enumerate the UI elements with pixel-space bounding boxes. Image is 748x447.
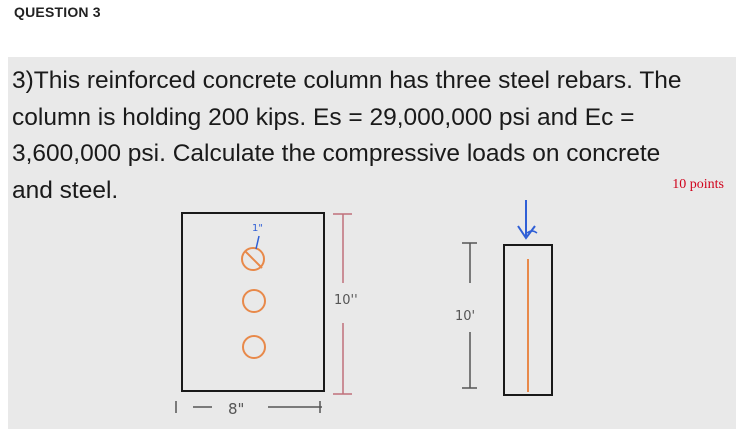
rebar-middle xyxy=(242,289,266,313)
section-width-label: 8" xyxy=(228,400,244,418)
elevation-height-label: 10' xyxy=(455,309,475,324)
rebar-diameter-line xyxy=(244,250,263,269)
rebar-spacing-label: 1" xyxy=(252,223,263,234)
cross-section-outline xyxy=(181,212,325,392)
section-width-dimension xyxy=(175,401,322,413)
question-line: 3)This reinforced concrete column has th… xyxy=(12,67,682,94)
points-label: 10 points xyxy=(672,177,724,192)
column-elevation-outline xyxy=(503,244,553,396)
section-height-dimension xyxy=(333,213,352,395)
section-height-label: 10'' xyxy=(334,293,358,308)
rebar-diameter-pointer xyxy=(255,235,260,250)
question-line: column is holding 200 kips. Es = 29,000,… xyxy=(12,103,635,131)
question-title: QUESTION 3 xyxy=(14,4,101,20)
elevation-height-dimension xyxy=(462,242,477,389)
load-arrow-icon xyxy=(517,200,538,240)
rebar-top xyxy=(241,247,265,271)
question-card: 3)This reinforced concrete column has th… xyxy=(8,57,736,429)
rebar-bottom xyxy=(242,335,266,359)
question-line: and steel. xyxy=(12,176,119,204)
question-text: 3)This reinforced concrete column has th… xyxy=(12,63,732,209)
question-line: 3,600,000 psi. Calculate the compressive… xyxy=(12,140,661,167)
